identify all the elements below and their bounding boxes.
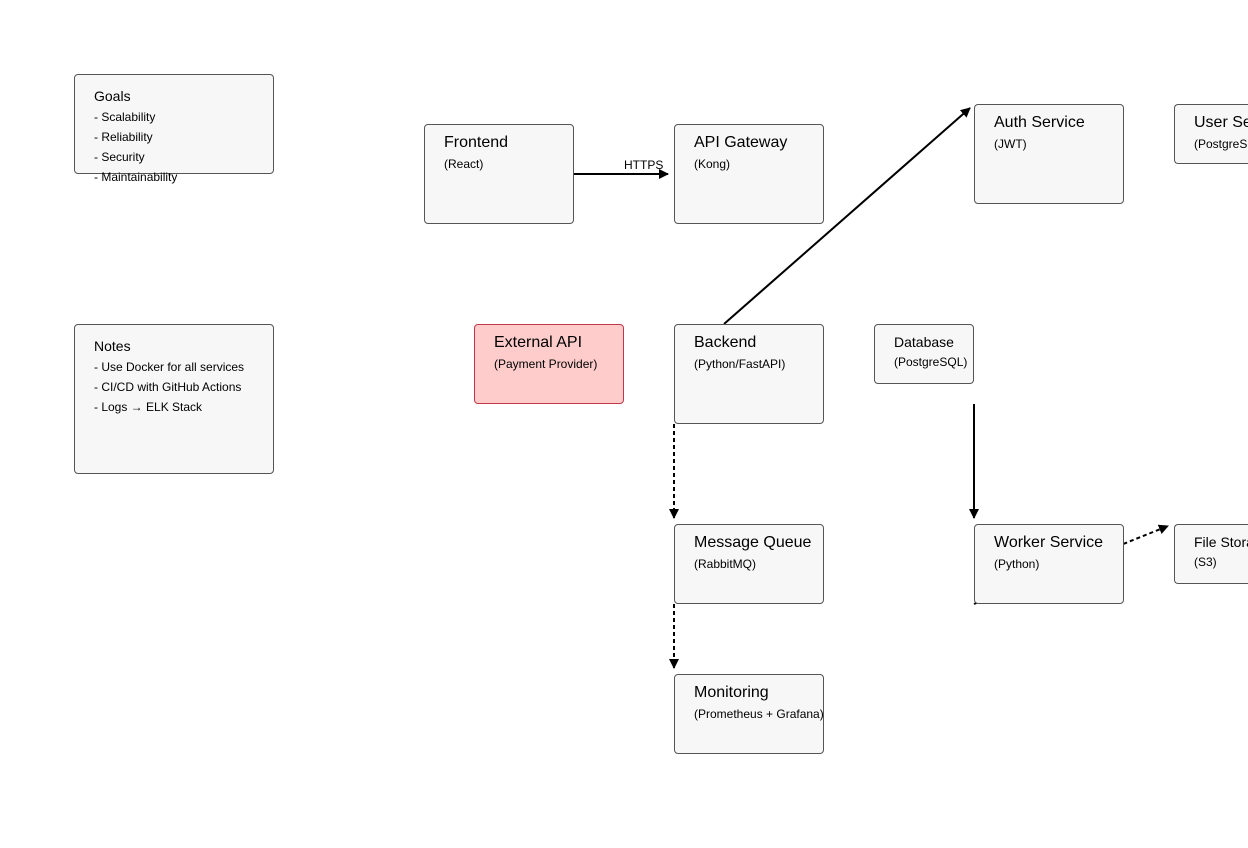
notes-item: - Use Docker for all services	[94, 360, 245, 374]
node-title: Worker Service	[994, 534, 1104, 551]
goals-note[interactable]: Goals - Scalability - Reliability - Secu…	[74, 74, 274, 184]
node-title: File Storage	[1194, 534, 1248, 550]
notes-item: - Logs → ELK Stack	[94, 400, 203, 414]
node-subtitle: (Prometheus + Grafana)	[694, 707, 824, 721]
node-external-api[interactable]: External API (Payment Provider)	[474, 324, 624, 404]
node-subtitle: (Kong)	[694, 157, 731, 171]
goals-item: - Security	[94, 150, 145, 164]
goals-item: - Maintainability	[94, 170, 178, 184]
goals-title: Goals	[94, 88, 131, 104]
node-title: Message Queue	[694, 534, 812, 551]
goals-item: - Scalability	[94, 110, 156, 124]
node-database[interactable]: Database (PostgreSQL)	[874, 324, 974, 384]
node-subtitle: (PostgreSQL)	[1194, 137, 1248, 151]
node-title: Auth Service	[994, 114, 1085, 131]
node-frontend[interactable]: Frontend (React)	[424, 124, 574, 224]
node-user-service[interactable]: User Service (PostgreSQL)	[1174, 104, 1248, 164]
goals-item: - Reliability	[94, 130, 153, 144]
notes-item: - CI/CD with GitHub Actions	[94, 380, 242, 394]
node-monitoring[interactable]: Monitoring (Prometheus + Grafana)	[674, 674, 824, 754]
node-subtitle: (Payment Provider)	[494, 357, 598, 371]
node-auth-service[interactable]: Auth Service (JWT)	[974, 104, 1124, 204]
node-title: Backend	[694, 334, 757, 351]
node-title: User Service	[1194, 114, 1248, 131]
node-title: Database	[894, 334, 954, 350]
node-subtitle: (JWT)	[994, 137, 1027, 151]
node-backend[interactable]: Backend (Python/FastAPI)	[674, 324, 824, 424]
notes-note[interactable]: Notes - Use Docker for all services - CI…	[74, 324, 274, 474]
node-subtitle: (RabbitMQ)	[694, 557, 757, 571]
node-subtitle: (React)	[444, 157, 484, 171]
node-subtitle: (Python/FastAPI)	[694, 357, 786, 371]
goals-list: - Scalability - Reliability - Security -…	[94, 107, 273, 187]
node-subtitle: (S3)	[1194, 555, 1217, 569]
node-worker-service[interactable]: Worker Service (Python)	[974, 524, 1124, 604]
notes-title: Notes	[94, 338, 131, 354]
node-title: Frontend	[444, 134, 509, 151]
node-title: API Gateway	[694, 134, 788, 151]
node-subtitle: (Python)	[994, 557, 1040, 571]
node-subtitle: (PostgreSQL)	[894, 355, 968, 369]
edge-label-https: HTTPS	[624, 158, 664, 172]
node-message-queue[interactable]: Message Queue (RabbitMQ)	[674, 524, 824, 604]
node-title: Monitoring	[694, 684, 769, 701]
node-api-gateway[interactable]: API Gateway (Kong)	[674, 124, 824, 224]
notes-list: - Use Docker for all services - CI/CD wi…	[94, 357, 273, 417]
node-title: External API	[494, 334, 583, 351]
node-file-storage[interactable]: File Storage (S3)	[1174, 524, 1248, 584]
